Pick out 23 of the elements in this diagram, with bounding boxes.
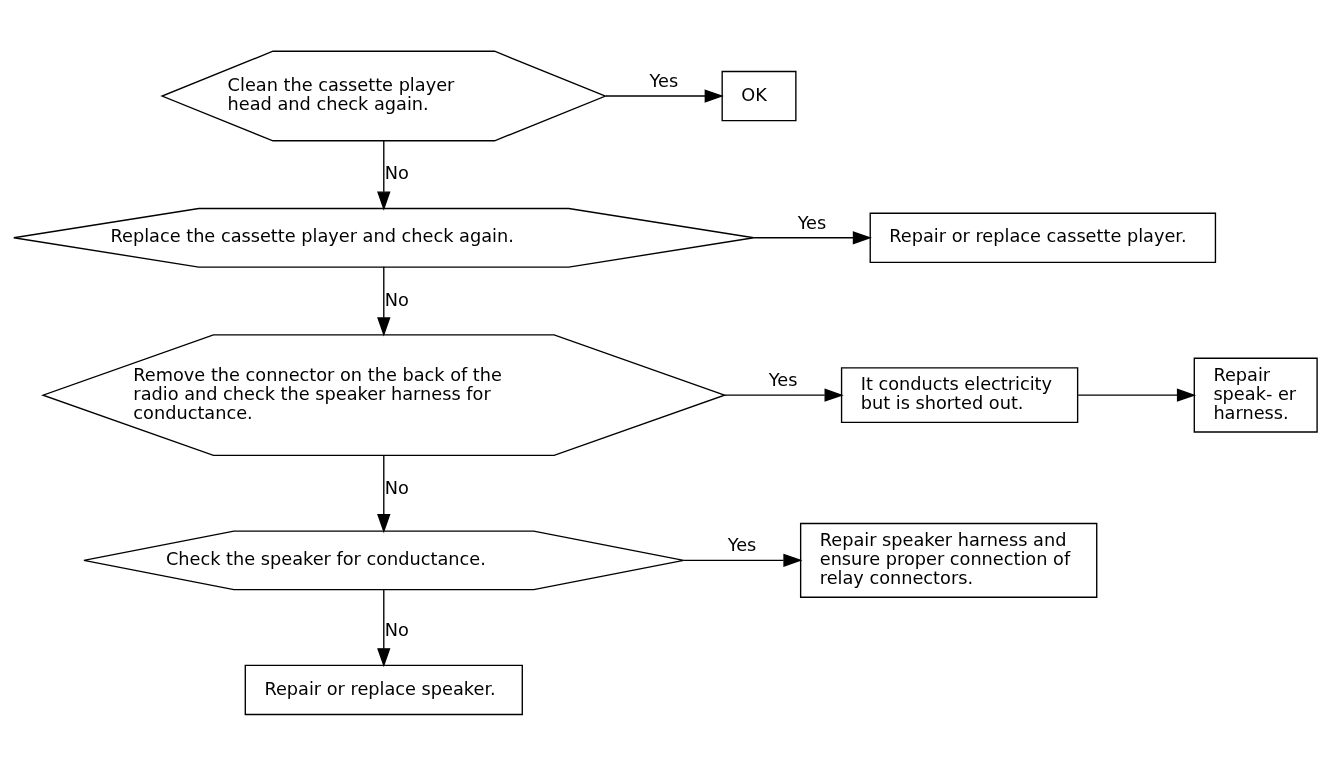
edge-label: No: [384, 477, 409, 498]
node-box: Repair or replace speaker.: [244, 664, 523, 715]
arrow: [682, 553, 803, 567]
arrow: [723, 387, 844, 402]
arrow: [377, 265, 391, 336]
edge-label: Yes: [649, 70, 679, 91]
node-box: Repair or replace cassette player.: [869, 212, 1217, 263]
node-box: OK: [721, 70, 797, 121]
edge-label: Yes: [797, 212, 827, 233]
arrow: [753, 230, 872, 244]
edge-label: Yes: [727, 534, 757, 555]
arrow: [1077, 387, 1196, 402]
edge-label: No: [384, 619, 409, 640]
arrow: [377, 454, 391, 533]
arrow: [377, 139, 391, 211]
node-box: Repair speaker harness and ensure proper connection of relay connectors.: [799, 522, 1098, 598]
node-box: Repair speak- er harness.: [1193, 357, 1318, 433]
arrow: [605, 88, 724, 103]
edge-label: Yes: [768, 369, 798, 390]
arrow: [377, 588, 391, 667]
edge-label: No: [384, 162, 409, 183]
edge-label: No: [384, 289, 409, 309]
node-box: It conducts electricity but is shorted out.: [840, 366, 1079, 423]
